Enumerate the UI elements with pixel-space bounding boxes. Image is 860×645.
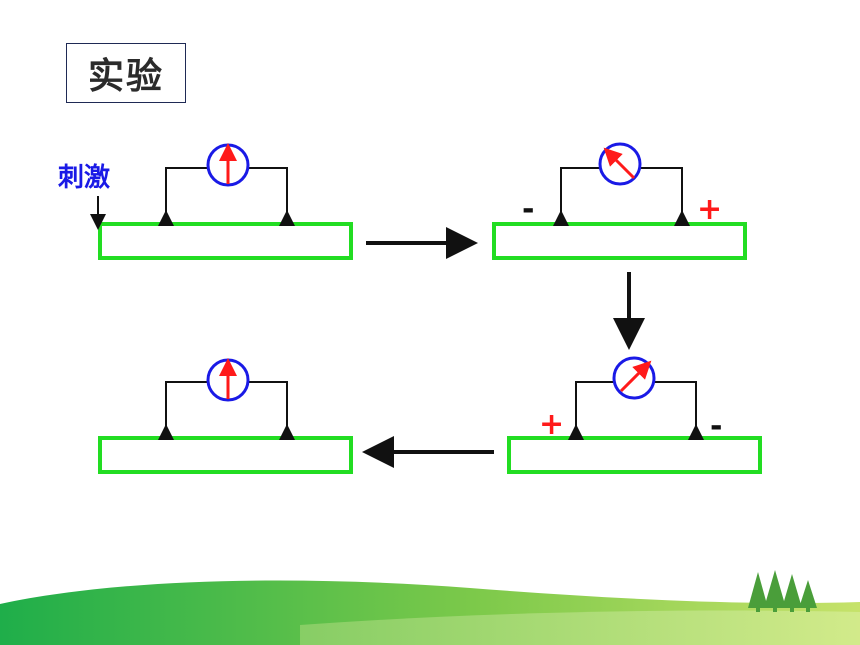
stimulus-label: 刺激 <box>58 163 111 193</box>
needle-upper-right <box>619 360 652 393</box>
nerve-fiber-4 <box>98 436 353 474</box>
wire-1-right <box>248 167 295 226</box>
sign-minus-state3-right: - <box>710 409 723 444</box>
needle-upper-left <box>603 147 636 180</box>
ground-decoration <box>0 580 860 645</box>
state-2 <box>492 142 747 260</box>
wire-2-right <box>640 167 690 226</box>
galvanometer-icon <box>206 143 250 187</box>
state-1 <box>90 143 353 260</box>
state-4 <box>98 358 353 474</box>
sign-minus-state2-left: - <box>522 192 535 227</box>
sign-plus-state3-left: + <box>539 407 565 442</box>
wire-3-left <box>568 381 614 440</box>
wire-2-left <box>553 167 600 226</box>
wire-4-right <box>248 381 295 440</box>
slide-title: 实验 <box>66 43 186 103</box>
sign-plus-state2-right: + <box>697 192 723 227</box>
galvanometer-icon <box>598 142 642 186</box>
nerve-fiber-3 <box>507 436 762 474</box>
wire-1-left <box>158 167 208 226</box>
nerve-fiber-2 <box>492 222 747 260</box>
state-3 <box>507 356 762 474</box>
wire-3-right <box>654 381 704 440</box>
galvanometer-icon <box>206 358 250 402</box>
wire-4-left <box>158 381 208 440</box>
tree-icon <box>748 570 817 612</box>
nerve-fiber-1 <box>98 222 353 260</box>
galvanometer-icon <box>612 356 656 400</box>
